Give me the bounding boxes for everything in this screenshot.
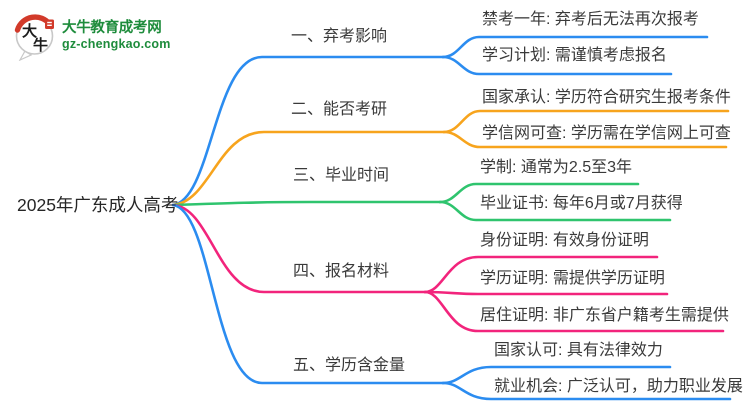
branch-5-label: 五、学历含金量	[293, 357, 406, 374]
branch-5-lines	[171, 203, 732, 401]
badge-char-2: 牛	[33, 36, 48, 54]
branch-2-label: 二、能否考研	[291, 101, 388, 118]
branch-3-leaf-1: 学制: 通常为2.5至3年	[480, 159, 633, 176]
branch-3-leaf-2: 毕业证书: 每年6月或7月获得	[480, 195, 683, 212]
branch-4-label: 四、报名材料	[293, 263, 390, 280]
root-node: 2025年广东成人高考	[17, 195, 179, 215]
branch-1-leaf-1: 禁考一年: 弃考后无法再次报考	[482, 11, 699, 28]
branch-1-label: 一、弃考影响	[291, 28, 388, 45]
branch-2-lines	[171, 109, 730, 207]
branch-4-leaf-3: 居住证明: 非广东省户籍考生需提供	[480, 307, 729, 324]
branch-1-leaf-2: 学习计划: 需谨慎考虑报名	[482, 47, 667, 64]
site-domain: gz-chengkao.com	[62, 37, 171, 51]
branch-3-lines	[171, 182, 672, 222]
branch-2-leaf-1: 国家承认: 学历符合研究生报考条件	[482, 89, 731, 106]
branch-5-leaf-1: 国家认可: 具有法律效力	[494, 342, 663, 359]
badge-seal	[45, 19, 54, 29]
branch-2-leaf-2: 学信网可查: 学历需在学信网上可查	[482, 125, 731, 142]
logo-text: 大牛教育成考网 gz-chengkao.com	[62, 11, 171, 51]
site-logo: 大 牛 大牛教育成考网 gz-chengkao.com	[12, 11, 171, 61]
logo-badge-icon: 大 牛	[14, 14, 54, 61]
branch-5-leaf-2: 就业机会: 广泛认可，助力职业发展	[494, 378, 743, 395]
branch-1-lines	[171, 35, 709, 207]
badge-char-1: 大	[22, 22, 37, 40]
branch-4-lines	[171, 203, 725, 333]
site-name: 大牛教育成考网	[62, 20, 162, 36]
branch-3-label: 三、毕业时间	[293, 167, 390, 184]
branch-4-leaf-2: 学历证明: 需提供学历证明	[480, 270, 665, 287]
branch-4-leaf-1: 身份证明: 有效身份证明	[480, 232, 649, 249]
